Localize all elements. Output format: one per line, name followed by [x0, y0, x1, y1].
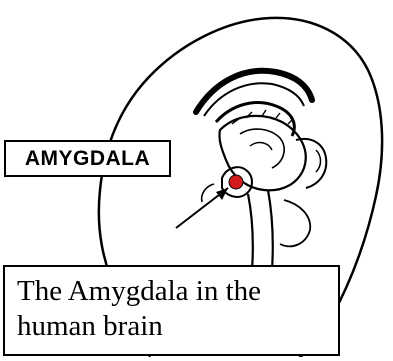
caption-box: The Amygdala in the human brain: [3, 265, 340, 356]
amygdala-highlight: [229, 175, 243, 189]
caption-text: The Amygdala in the human brain: [17, 274, 326, 344]
corpus-callosum: [196, 71, 312, 112]
brainstem: [248, 190, 273, 270]
structure-label-box: AMYGDALA: [4, 140, 171, 177]
fornix: [216, 103, 294, 136]
structure-label: AMYGDALA: [25, 147, 150, 171]
cerebellum: [280, 200, 310, 246]
